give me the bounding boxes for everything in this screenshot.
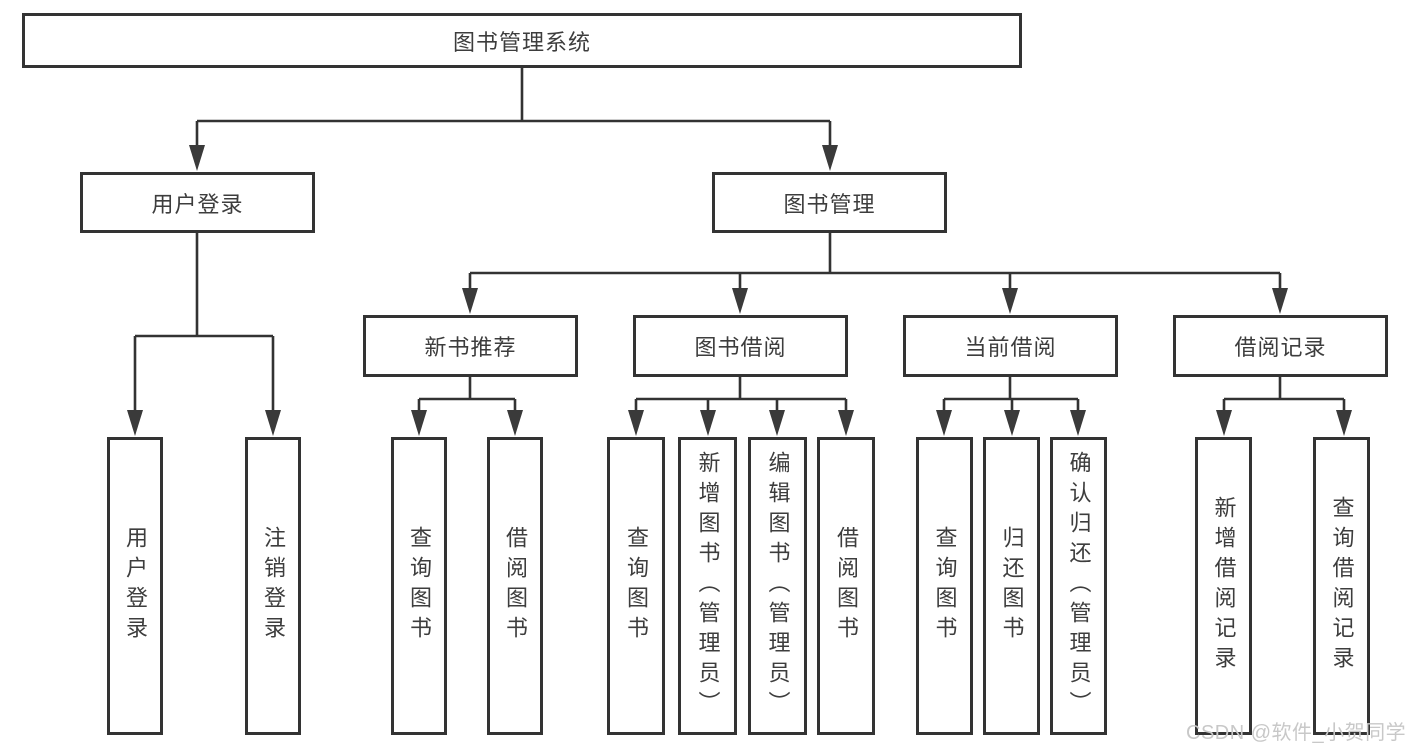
leaf-query-books-3: 查询图书 bbox=[916, 437, 973, 735]
leaf-label: 归还图书 bbox=[999, 526, 1025, 646]
leaf-return-books: 归还图书 bbox=[983, 437, 1040, 735]
leaf-label: 查询图书 bbox=[624, 526, 649, 646]
leaf-borrow-books-2: 借阅图书 bbox=[817, 437, 875, 735]
leaf-label: 新增图书（管理员） bbox=[695, 451, 721, 721]
leaf-query-books-2: 查询图书 bbox=[607, 437, 665, 735]
leaf-add-books-admin: 新增图书（管理员） bbox=[678, 437, 737, 735]
leaf-label: 查询借阅记录 bbox=[1329, 496, 1355, 676]
leaf-query-borrow-record: 查询借阅记录 bbox=[1313, 437, 1370, 735]
node-book-borrow: 图书借阅 bbox=[633, 315, 848, 377]
leaf-edit-books-admin: 编辑图书（管理员） bbox=[748, 437, 807, 735]
node-new-book-recommend: 新书推荐 bbox=[363, 315, 578, 377]
leaf-add-borrow-record: 新增借阅记录 bbox=[1195, 437, 1252, 735]
csdn-watermark: CSDN @软件_小贺同学 bbox=[1186, 722, 1405, 744]
leaf-label: 用户登录 bbox=[123, 526, 148, 646]
node-book-management: 图书管理 bbox=[712, 172, 947, 233]
leaf-query-books-1: 查询图书 bbox=[391, 437, 447, 735]
leaf-label: 查询图书 bbox=[932, 526, 958, 646]
node-label: 用户登录 bbox=[151, 191, 244, 217]
node-borrow-record: 借阅记录 bbox=[1173, 315, 1388, 377]
leaf-label: 注销登录 bbox=[261, 526, 286, 646]
node-label: 借阅记录 bbox=[1234, 335, 1327, 360]
leaf-label: 编辑图书（管理员） bbox=[765, 451, 791, 721]
arrowhead-icons bbox=[127, 145, 1352, 436]
node-label: 新书推荐 bbox=[424, 335, 517, 360]
leaf-label: 借阅图书 bbox=[834, 526, 859, 646]
leaf-logout: 注销登录 bbox=[245, 437, 301, 735]
node-user-login: 用户登录 bbox=[80, 172, 315, 233]
node-current-borrow: 当前借阅 bbox=[903, 315, 1118, 377]
node-label: 当前借阅 bbox=[964, 335, 1057, 360]
node-label: 图书管理系统 bbox=[452, 29, 591, 55]
node-library-management-system: 图书管理系统 bbox=[22, 13, 1022, 68]
leaf-user-login: 用户登录 bbox=[107, 437, 163, 735]
node-label: 图书管理 bbox=[783, 191, 876, 217]
leaf-label: 借阅图书 bbox=[503, 526, 528, 646]
edge-lines bbox=[133, 68, 1346, 413]
leaf-label: 查询图书 bbox=[407, 526, 432, 646]
leaf-borrow-books-1: 借阅图书 bbox=[487, 437, 543, 735]
leaf-confirm-return-admin: 确认归还（管理员） bbox=[1050, 437, 1107, 735]
leaf-label: 新增借阅记录 bbox=[1211, 496, 1237, 676]
node-label: 图书借阅 bbox=[694, 335, 787, 360]
leaf-label: 确认归还（管理员） bbox=[1066, 451, 1092, 721]
